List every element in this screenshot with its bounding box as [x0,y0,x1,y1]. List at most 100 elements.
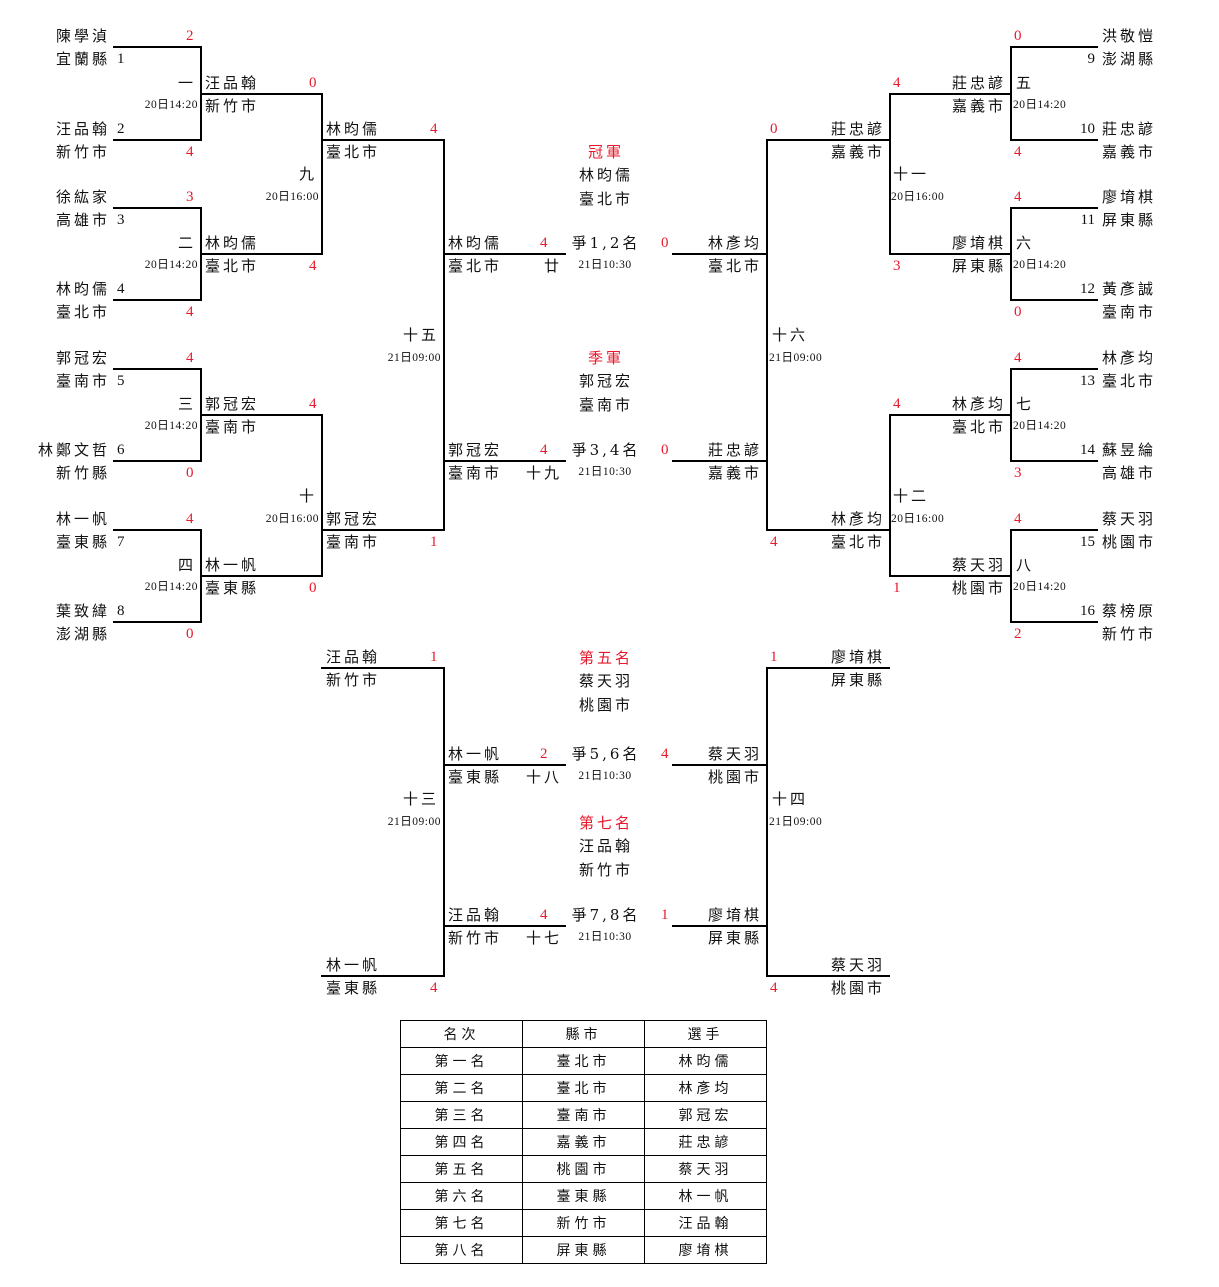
standings-player: 郭冠宏 [644,1101,767,1129]
bracket-line [113,139,201,141]
winner-name: 莊忠諺 [830,120,885,138]
bracket-line [889,414,1011,416]
winner-city: 臺南市 [326,533,381,551]
standings-player: 林彥均 [644,1074,767,1102]
seed-number: 12 [1080,281,1095,297]
seed-name: 林昀儒 [55,280,110,298]
bracket-line [443,460,566,462]
seed-number: 16 [1080,603,1095,619]
match-label: 十六 [772,326,809,344]
winner-score: 4 [309,396,317,412]
placement-city: 桃園市 [578,696,633,714]
seed-number: 4 [117,281,125,297]
bracket-line [321,667,444,669]
consolation-bottom-name: 林一帆 [326,956,381,974]
seed-name: 蔡天羽 [1102,510,1157,528]
match-label: 十四 [772,790,809,808]
seed-number: 7 [117,534,125,550]
match-label: 四 [177,556,196,574]
consolation-top-name: 廖堉棋 [830,648,885,666]
final-left-name: 林一帆 [448,745,503,763]
bracket-line [321,975,444,977]
bracket-line [321,414,323,577]
standings-player: 廖堉棋 [644,1236,767,1264]
placement-name: 蔡天羽 [578,672,633,690]
standings-city: 嘉義市 [522,1128,645,1156]
final-left-name: 汪品翰 [448,906,503,924]
seed-score: 4 [1014,189,1022,205]
final-right-name: 蔡天羽 [707,745,762,763]
standings-rank: 第二名 [400,1074,523,1102]
seed-number: 8 [117,603,125,619]
final-match-label: 爭3,4名 [571,441,641,459]
standings-city: 新竹市 [522,1209,645,1237]
bracket-line [113,621,201,623]
seed-city: 臺南市 [55,372,110,390]
seed-city: 桃園市 [1102,533,1157,551]
match-time: 20日16:00 [891,513,945,525]
seed-name: 郭冠宏 [55,349,110,367]
bracket-line [1010,207,1012,301]
bracket-line [889,575,1011,577]
bracket-line [443,764,566,766]
match-time: 21日09:00 [769,352,823,364]
bracket-line [321,529,444,531]
bracket-line [1010,139,1098,141]
seed-city: 宜蘭縣 [55,50,110,68]
final-round-label: 十七 [525,929,562,947]
standings-table: 名次 縣市 選手 第一名臺北市林昀儒第二名臺北市林彥均第三名臺南市郭冠宏第四名嘉… [400,1020,767,1264]
seed-city: 嘉義市 [1102,143,1157,161]
bracket-line [766,667,768,977]
placement-title: 季軍 [587,349,624,367]
seed-score: 0 [1014,304,1022,320]
winner-score: 4 [770,534,778,550]
match-label: 八 [1016,556,1035,574]
bracket-line [200,253,322,255]
seed-city: 屏東縣 [1102,211,1157,229]
standings-rank: 第一名 [400,1047,523,1075]
bracket-line [1010,46,1098,48]
bracket-line [113,299,201,301]
bracket-line [672,764,767,766]
match-time: 20日16:00 [265,513,319,525]
standings-city: 臺東縣 [522,1182,645,1210]
final-right-city: 桃園市 [707,768,762,786]
seed-score: 4 [1014,144,1022,160]
winner-city: 臺南市 [205,418,260,436]
consolation-bottom-name: 蔡天羽 [830,956,885,974]
winner-score: 0 [309,580,317,596]
winner-score: 4 [309,258,317,274]
final-match-time: 21日10:30 [578,931,632,943]
standings-city: 桃園市 [522,1155,645,1183]
seed-number: 6 [117,442,125,458]
seed-city: 澎湖縣 [55,625,110,643]
consolation-bottom-city: 臺東縣 [326,979,381,997]
seed-score: 3 [186,189,194,205]
final-match-label: 爭5,6名 [571,745,641,763]
placement-title: 第五名 [578,649,633,667]
consolation-top-score: 1 [770,649,778,665]
seed-city: 高雄市 [55,211,110,229]
final-left-name: 郭冠宏 [448,441,503,459]
bracket-line [766,975,890,977]
header-player: 選手 [644,1020,767,1048]
final-right-score: 0 [661,235,669,251]
seed-name: 汪品翰 [55,120,110,138]
placement-name: 汪品翰 [578,837,633,855]
bracket-line [889,93,891,255]
match-time: 20日16:00 [265,191,319,203]
match-time: 21日09:00 [387,816,441,828]
standings-row: 第四名嘉義市莊忠諺 [400,1128,767,1156]
seed-city: 新竹市 [1102,625,1157,643]
placement-name: 林昀儒 [578,166,633,184]
match-label: 七 [1016,395,1035,413]
winner-city: 臺北市 [205,257,260,275]
seed-name: 莊忠諺 [1102,120,1157,138]
final-round-label: 廿 [543,257,562,275]
winner-score: 0 [309,75,317,91]
match-time: 20日14:20 [144,420,198,432]
standings-row: 第五名桃園市蔡天羽 [400,1155,767,1183]
winner-city: 臺北市 [951,418,1006,436]
final-right-city: 屏東縣 [707,929,762,947]
